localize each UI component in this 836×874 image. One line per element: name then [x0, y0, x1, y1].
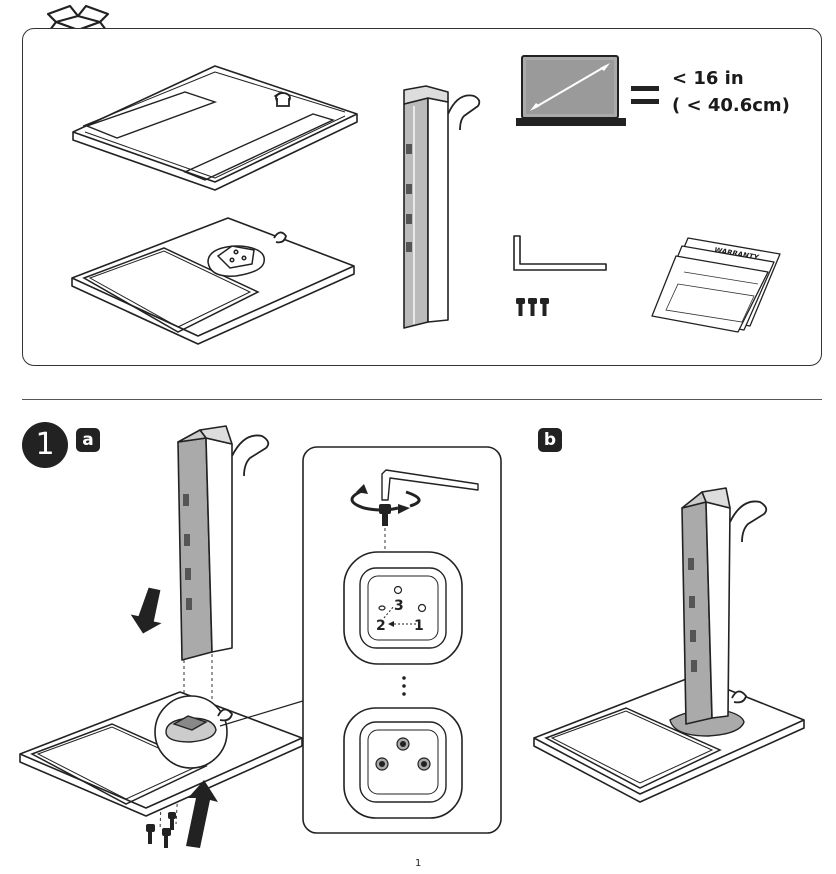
hole-label-3: 3	[394, 598, 404, 614]
assembled-stand-illustration	[533, 487, 805, 803]
base-plate-illustration	[71, 217, 355, 345]
sub-step-b-badge: b	[538, 428, 562, 452]
page-number: 1	[415, 858, 422, 869]
top-plate-illustration	[72, 65, 358, 191]
hole-label-2: 2	[376, 618, 386, 634]
sub-step-a-badge: a	[76, 428, 100, 452]
step-number-badge: 1	[22, 422, 68, 468]
column-illustration	[403, 85, 481, 329]
socket-detail-panel: 1 2 3	[302, 446, 502, 834]
monitor-size-cm: ( < 40.6cm)	[672, 95, 790, 116]
warranty-documents-illustration: WARRANTY	[651, 237, 781, 333]
section-divider	[22, 399, 822, 400]
equals-icon	[631, 86, 659, 104]
hole-label-1: 1	[414, 618, 424, 634]
monitor-size-icon	[516, 55, 626, 126]
monitor-size-inches: < 16 in	[672, 68, 744, 89]
allen-key-illustration	[513, 235, 607, 271]
screws-icon	[516, 298, 549, 316]
assembly-step-a-illustration	[19, 425, 307, 848]
